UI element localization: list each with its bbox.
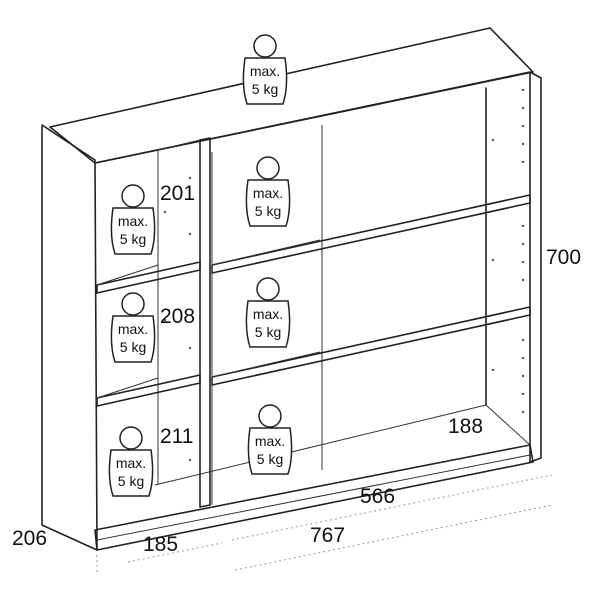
dim-height: 700: [546, 246, 581, 269]
weight-label-kg: 5 kg: [118, 473, 144, 489]
dim-total-width: 767: [310, 524, 345, 547]
dim-right-width: 566: [360, 485, 395, 508]
weight-label-kg: 5 kg: [252, 81, 278, 97]
dim-depth: 206: [12, 527, 47, 550]
weight-right-top: max. 5 kg: [245, 156, 291, 227]
weight-label-max: max.: [250, 63, 280, 79]
weight-label-max: max.: [118, 213, 148, 229]
weight-label-kg: 5 kg: [120, 231, 146, 247]
weight-label-max: max.: [253, 185, 283, 201]
weight-label-kg: 5 kg: [120, 339, 146, 355]
weight-top: max. 5 kg: [242, 34, 288, 105]
dim-right-depth: 188: [448, 415, 483, 438]
weight-label-kg: 5 kg: [255, 203, 281, 219]
weight-right-mid: max. 5 kg: [245, 277, 291, 348]
weight-left-top: max. 5 kg: [110, 184, 156, 255]
shelf-pin-holes: [163, 88, 525, 462]
dim-left-width: 185: [143, 533, 178, 556]
dim-left-top-gap: 201: [160, 182, 195, 205]
weight-label-max: max.: [255, 433, 285, 449]
dimension-guides: [96, 474, 553, 575]
right-shelves: [211, 125, 531, 505]
dimension-labels: 700 206 201 208 211 188 566 185 767: [12, 182, 581, 556]
center-divider: [157, 137, 211, 508]
dim-left-bottom-gap: 211: [160, 425, 193, 448]
weight-label-max: max.: [118, 321, 148, 337]
left-shelves: [96, 261, 201, 407]
dim-left-mid-gap: 208: [160, 305, 195, 328]
weight-label-kg: 5 kg: [255, 324, 281, 340]
weight-left-bottom: max. 5 kg: [108, 426, 154, 497]
weight-label-max: max.: [253, 306, 283, 322]
weight-right-bottom: max. 5 kg: [247, 404, 293, 475]
weight-label-kg: 5 kg: [257, 451, 283, 467]
weight-left-mid: max. 5 kg: [110, 292, 156, 363]
weight-symbols: max. 5 kg max. 5 kg max. 5 kg max. 5 kg …: [108, 34, 293, 497]
weight-label-max: max.: [116, 455, 146, 471]
